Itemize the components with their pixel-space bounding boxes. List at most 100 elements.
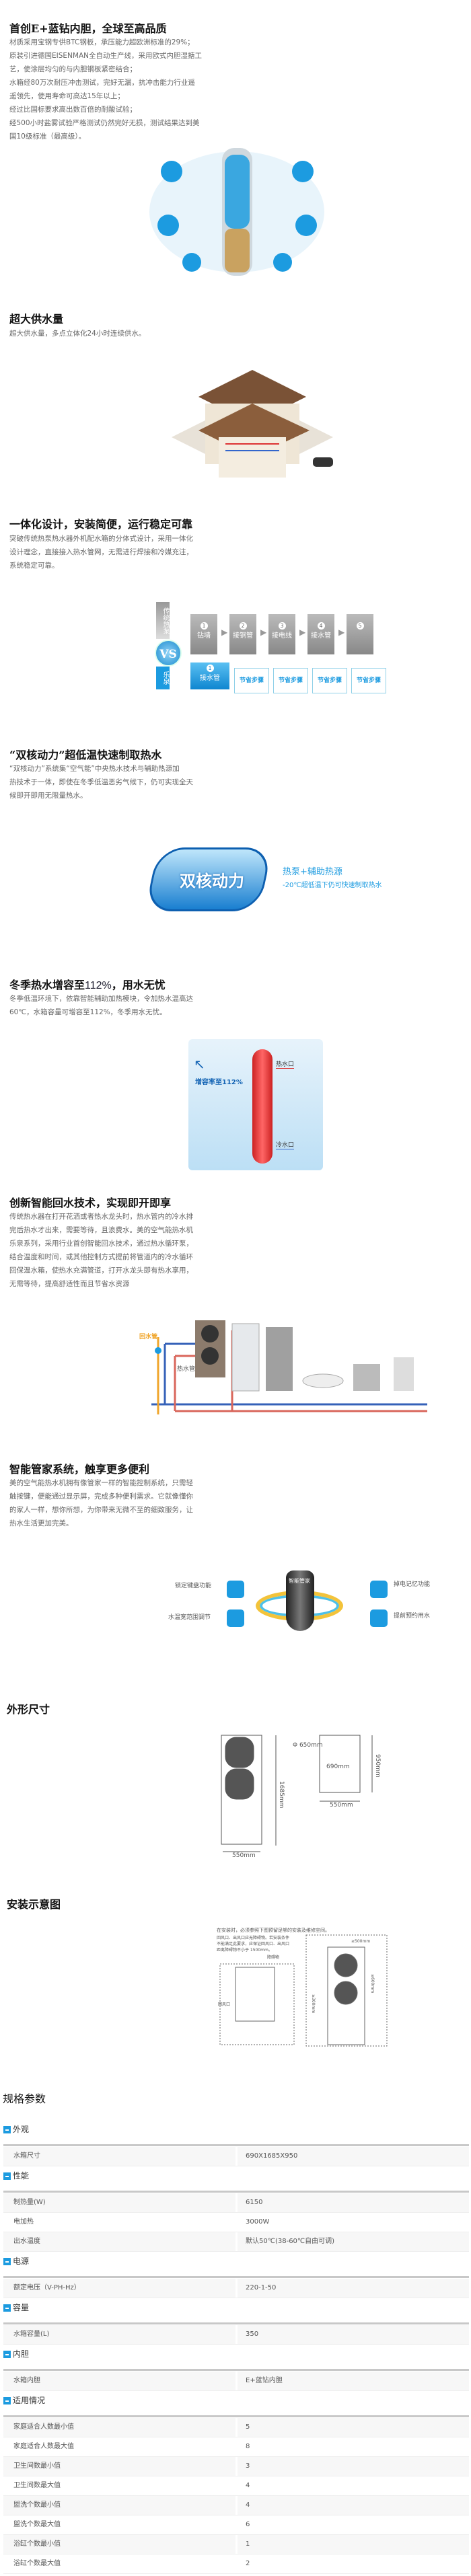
spec-value: 6150 bbox=[238, 2193, 469, 2212]
dual-core-badge: 双核动力 bbox=[180, 872, 244, 891]
section-body-integrated-design: 突破传统热泵热水器外机配水箱的分体式设计，采用一体化设计理念，直接接入热水管网，… bbox=[9, 532, 211, 572]
body-line: 候即开即用无限量热水。 bbox=[9, 792, 87, 800]
body-line: 传统热水器在打开花洒或者热水龙头时，热水管内的冷水排 bbox=[9, 1213, 193, 1221]
body-line: 原装引进德国EISENMAN全自动生产线，采用欧式内胆湿搪工 bbox=[9, 52, 202, 60]
spec-label: 浴缸个数最小值 bbox=[3, 2535, 236, 2554]
installation-title: 安装示意图 bbox=[7, 1898, 61, 1911]
section-title-inner-tank: 首创E+蓝钻内胆，全球至高品质 bbox=[9, 22, 167, 35]
spec-label: 卫生间数最小值 bbox=[3, 2457, 236, 2476]
saved-step-box: 节省步骤 bbox=[273, 668, 308, 693]
body-line: 完后热水才出来，需要等待，且浪费水。美的空气能热水机 bbox=[9, 1226, 193, 1234]
collapse-icon[interactable] bbox=[3, 2304, 11, 2312]
spec-label: 盥洗个数最小值 bbox=[3, 2496, 236, 2515]
body-line: 冬季低温环境下，依靠智能辅助加热模块，令加热水温高达 bbox=[9, 995, 193, 1003]
fan-dimension: Φ 650mm bbox=[293, 1742, 323, 1749]
section-body-dual-core: “双核动力”系统集“空气能”中央热水技术与辅助热源加热技术于一体，即使在冬季低温… bbox=[9, 762, 211, 802]
body-line: 材质采用宝钢专供BTC钢板，承压能力超欧洲标准的29%； bbox=[9, 38, 194, 46]
arrow-right-icon: ▶ bbox=[260, 628, 267, 637]
body-line: 结合温度和时间，或其他控制方式提前将管道内的冷水循环 bbox=[9, 1253, 193, 1261]
spec-row: 制热量(W)6150 bbox=[3, 2193, 469, 2213]
power-memory-icon bbox=[370, 1581, 388, 1598]
section-body-water-supply: 超大供水量，多点立体化24小时连续供水。 bbox=[9, 327, 211, 340]
dimensions-drawing: 550mm 1685mm Φ 650mm 690mm 950mm 550mm bbox=[219, 1734, 387, 1862]
spec-row: 盥洗个数最大值 6 bbox=[3, 2515, 469, 2535]
spec-label: 浴缸个数最大值 bbox=[13, 2560, 61, 2567]
hot-pipe-label: 热水管 bbox=[177, 1366, 196, 1373]
spec-value: E+蓝钻内胆 bbox=[238, 2372, 469, 2390]
obstacle-label: 障碍物 bbox=[267, 1955, 280, 1960]
rate-label: 增容率至112% bbox=[195, 1079, 243, 1086]
spec-group-header[interactable]: 电源 bbox=[3, 2252, 469, 2279]
collapse-icon[interactable] bbox=[3, 2351, 11, 2358]
spec-group-title: 外观 bbox=[13, 2125, 30, 2134]
spec-group-header[interactable]: 内胆 bbox=[3, 2345, 469, 2372]
body-line: 设计理念，直接接入热水管网，无需进行焊接和冷媒充注， bbox=[9, 548, 193, 556]
body-line: 的家人一样，想你所想，为你带来无微不至的细致服务，让 bbox=[9, 1506, 193, 1514]
spec-row: 水箱容量(L)350 bbox=[3, 2325, 469, 2345]
spec-group-header[interactable]: 适用情况 bbox=[3, 2391, 469, 2418]
divider bbox=[3, 2191, 469, 2193]
section-body-smart-butler: 美的空气能热水机拥有像管家一样的智能控制系统，只需轻触按键，便能通过显示屏，完成… bbox=[9, 1476, 211, 1530]
body-line: 国10级标准（最高级）。 bbox=[9, 132, 86, 141]
spec-label: 出水温度 bbox=[3, 2232, 236, 2251]
section-body-return-water: 传统热水器在打开花洒或者热水龙头时，热水管内的冷水排完后热水才出来，需要等待，且… bbox=[9, 1210, 211, 1291]
collapse-icon[interactable] bbox=[3, 2258, 11, 2265]
spec-value: 8 bbox=[246, 2443, 250, 2450]
spec-group-title: 容量 bbox=[13, 2303, 30, 2312]
body-line: 触按键，便能通过显示屏，完成多种便利需求。它就像懂你 bbox=[9, 1492, 193, 1501]
spec-value: 6 bbox=[246, 2521, 250, 2528]
spec-group-header[interactable]: 性能 bbox=[3, 2166, 469, 2193]
feature-temp-range: 水温宽范围调节 bbox=[168, 1614, 211, 1621]
depth-dimension: 690mm bbox=[326, 1764, 350, 1770]
collapse-icon[interactable] bbox=[3, 2172, 11, 2180]
side-clearance-2: ≥600mm bbox=[370, 1974, 375, 1994]
body-line: 遥领先，使用寿命可高达15年以上； bbox=[9, 92, 124, 100]
cold-inlet-label: 冷水口 bbox=[276, 1140, 295, 1149]
body-line: 经过比国标要求高出数百倍的耐酸试验； bbox=[9, 106, 137, 114]
spec-value: 350 bbox=[238, 2325, 469, 2344]
divider bbox=[3, 2322, 469, 2324]
section-title-water-supply: 超大供水量 bbox=[9, 313, 64, 326]
tank-feature-image bbox=[145, 138, 330, 286]
body-line: 热水生活更加完美。 bbox=[9, 1519, 73, 1527]
top-height-dimension: 950mm bbox=[374, 1754, 381, 1778]
spec-label: 盥洗个数最大值 bbox=[13, 2521, 61, 2528]
saved-step-box: 节省步骤 bbox=[351, 668, 386, 693]
spec-group-title: 适用情况 bbox=[13, 2396, 46, 2405]
inlet-label: 回风口 bbox=[218, 2002, 231, 2007]
spec-label: 水箱内胆 bbox=[3, 2372, 236, 2390]
section-title-smart-butler: 智能管家系统，触享更多便利 bbox=[9, 1463, 150, 1476]
section-title-dual-core: “双核动力”超低温快速制取热水 bbox=[9, 749, 162, 761]
spec-value: 1 bbox=[238, 2535, 469, 2554]
spec-value: 4 bbox=[238, 2496, 469, 2515]
dimensions-title: 外形尺寸 bbox=[7, 1703, 50, 1716]
width-dimension: 550mm bbox=[232, 1852, 256, 1859]
divider bbox=[3, 2415, 469, 2417]
body-line: 60℃，水箱容量可增容至112%，冬季用水无忧。 bbox=[9, 1008, 167, 1016]
section-title-return-water: 创新智能回水技术，实现即开即享 bbox=[9, 1197, 172, 1209]
spec-row: 额定电压（V-PH-Hz）220-1-50 bbox=[3, 2279, 469, 2298]
spec-group-header[interactable]: 容量 bbox=[3, 2298, 469, 2325]
tank-capacity-illustration: ↖ 增容率至112% 热水口 冷水口 bbox=[188, 1039, 323, 1170]
spec-group-header[interactable]: 外观 bbox=[3, 2120, 469, 2147]
house-illustration bbox=[158, 356, 347, 511]
collapse-icon[interactable] bbox=[3, 2126, 11, 2133]
collapse-icon[interactable] bbox=[3, 2397, 11, 2404]
body-line: 系统稳定可靠。 bbox=[9, 562, 59, 570]
saved-step-box: 节省步骤 bbox=[234, 668, 269, 693]
spec-group-title: 内胆 bbox=[13, 2349, 30, 2359]
saved-step-box: 节省步骤 bbox=[312, 668, 347, 693]
spec-label: 家庭适合人数最小值 bbox=[3, 2418, 236, 2437]
